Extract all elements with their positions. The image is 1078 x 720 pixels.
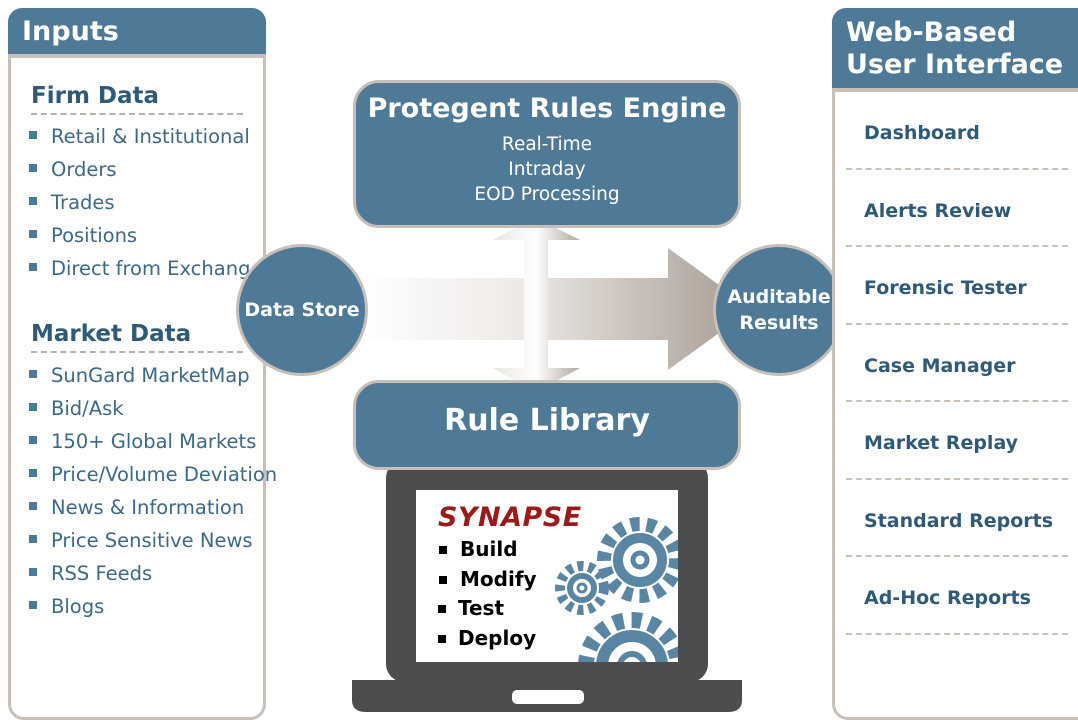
data-store-label: Data Store <box>244 299 360 321</box>
bullet-icon <box>438 605 446 613</box>
list-item: Orders <box>25 153 262 186</box>
ui-item-standard-reports[interactable]: Standard Reports <box>846 480 1068 557</box>
bullet-icon <box>29 601 37 609</box>
market-data-list: SunGard MarketMap Bid/Ask 150+ Global Ma… <box>25 359 277 623</box>
synapse-item: Test <box>436 596 537 626</box>
web-ui-header: Web-Based User Interface <box>832 8 1078 92</box>
data-store-circle: Data Store <box>236 244 368 376</box>
list-item: Retail & Institutional <box>25 120 262 153</box>
horizontal-flow-arrow <box>355 248 752 370</box>
auditable-results-line: Results <box>739 312 819 334</box>
list-item: Positions <box>25 219 262 252</box>
list-item: 150+ Global Markets <box>25 425 277 458</box>
list-item: Trades <box>25 186 262 219</box>
list-item: Price/Volume Deviation <box>25 458 277 491</box>
bullet-icon <box>29 370 37 378</box>
bullet-icon <box>29 436 37 444</box>
list-item: Price Sensitive News <box>25 524 277 557</box>
list-item: RSS Feeds <box>25 557 277 590</box>
web-ui-list: Dashboard Alerts Review Forensic Tester … <box>832 92 1074 635</box>
list-item: SunGard MarketMap <box>25 359 277 392</box>
bullet-icon <box>439 575 447 584</box>
bullet-icon <box>29 131 37 139</box>
market-data-title: Market Data <box>31 321 243 353</box>
synapse-item: Modify <box>436 567 537 597</box>
rule-library-box: Rule Library <box>353 380 741 470</box>
web-ui-panel: Web-Based User Interface <box>832 8 1078 720</box>
synapse-title: SYNAPSE <box>438 502 582 533</box>
rule-library-title: Rule Library <box>444 403 650 438</box>
bullet-icon <box>439 546 447 554</box>
vertical-double-arrow <box>492 218 580 392</box>
ui-item-market-replay[interactable]: Market Replay <box>846 402 1068 480</box>
ui-item-case-manager[interactable]: Case Manager <box>846 325 1068 402</box>
rules-engine-line: EOD Processing <box>474 184 620 205</box>
firm-data-list: Retail & Institutional Orders Trades Pos… <box>25 120 262 285</box>
rules-engine-box: Protegent Rules Engine Real-Time Intrada… <box>353 80 741 228</box>
list-item: Direct from Exchange <box>25 252 262 285</box>
web-ui-title-line: User Interface <box>846 49 1064 80</box>
rules-engine-line: Real-Time <box>501 134 593 155</box>
ui-item-dashboard[interactable]: Dashboard <box>846 92 1068 170</box>
auditable-results-line: Auditable <box>727 286 831 308</box>
bullet-icon <box>29 502 37 510</box>
synapse-item: Build <box>436 537 537 567</box>
bullet-icon <box>29 403 37 411</box>
synapse-list: Build Modify Test Deploy <box>436 537 537 655</box>
auditable-results-circle: Auditable Results <box>713 244 845 376</box>
synapse-item: Deploy <box>436 626 537 656</box>
ui-item-alerts-review[interactable]: Alerts Review <box>846 170 1068 247</box>
bullet-icon <box>29 263 37 271</box>
list-item: News & Information <box>25 491 277 524</box>
inputs-panel: Inputs Firm Data Retail & Institutional … <box>8 8 277 720</box>
ui-item-forensic-tester[interactable]: Forensic Tester <box>846 247 1068 325</box>
list-item: Bid/Ask <box>25 392 277 425</box>
bullet-icon <box>438 634 446 643</box>
inputs-header: Inputs <box>8 8 266 58</box>
ui-item-ad-hoc-reports[interactable]: Ad-Hoc Reports <box>846 557 1068 635</box>
bullet-icon <box>29 164 37 172</box>
bullet-icon <box>29 469 37 477</box>
rules-engine-line: Intraday <box>508 159 586 180</box>
web-ui-title-line: Web-Based <box>846 17 1017 48</box>
bullet-icon <box>29 197 37 205</box>
list-item: Blogs <box>25 590 277 623</box>
inputs-title: Inputs <box>22 16 119 47</box>
rules-engine-title: Protegent Rules Engine <box>367 93 727 124</box>
firm-data-title: Firm Data <box>31 83 243 115</box>
bullet-icon <box>29 230 37 238</box>
bullet-icon <box>29 535 37 543</box>
bullet-icon <box>29 568 37 576</box>
